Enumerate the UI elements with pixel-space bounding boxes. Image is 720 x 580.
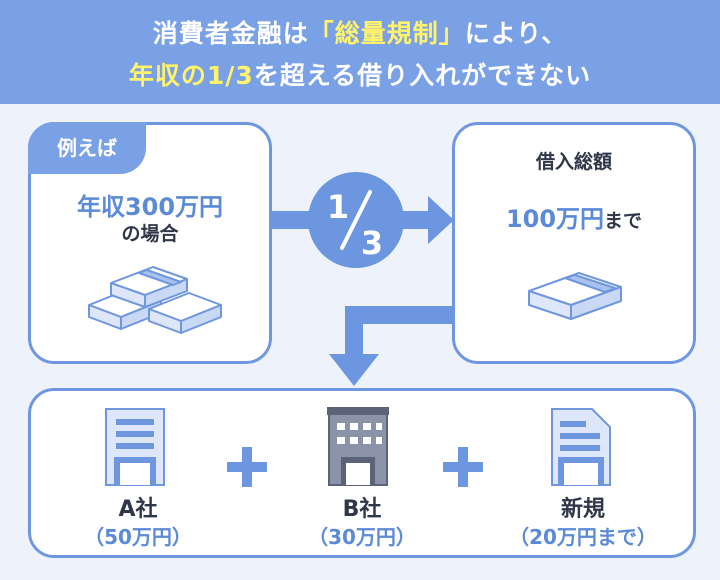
company-new-name: 新規 [560,497,605,522]
company-b-name: B社 [342,497,382,522]
example-box: 例えば 年収300万円 の場合 [28,122,272,364]
companies-box: A社 （50万円） B社 （30万円） 新規 （20 [28,388,696,558]
header-line1-suffix: により、 [464,19,568,48]
header-line1-prefix: 消費者金融は [152,19,309,48]
case-text: の場合 [121,223,179,245]
building-b-icon [327,407,389,486]
arrow-shaft-left [345,306,457,324]
plus-icon [227,447,267,487]
ratio-circle: 1 3 [308,172,404,268]
arrow-head-down [329,354,379,386]
ratio-denominator: 3 [361,224,383,262]
header-line-1: 消費者金融は「総量規制」により、 [0,14,720,50]
borrowing-box: 借入総額 100万円まで [452,122,696,364]
money-stack-icon [88,266,222,334]
money-bundle-icon [528,272,622,320]
arrow-head-right [428,196,454,244]
borrowing-suffix: まで [604,210,643,232]
arrow-shaft-down [345,306,363,358]
borrowing-amount: 100万円 [505,205,605,233]
ratio-numerator: 1 [327,188,349,226]
header-line1-highlight: 「総量規制」 [308,19,465,48]
company-a-name: A社 [118,497,158,522]
company-b-amount: （30万円） [308,525,416,549]
header-line-2: 年収の1/3を超える借り入れができない [0,56,720,92]
header-line2-highlight: 年収の1/3 [128,61,254,90]
building-new-icon [551,408,611,486]
borrowing-title: 借入総額 [535,151,612,173]
company-new-amount: （20万円まで） [509,525,657,549]
plus-icon [443,447,483,487]
building-a-icon [105,408,165,486]
income-text: 年収300万円 [76,193,224,221]
example-tag: 例えば [28,122,146,174]
header-banner: 消費者金融は「総量規制」により、 年収の1/3を超える借り入れができない [0,0,720,104]
borrowing-amount-line: 100万円まで [455,199,693,234]
fraction-graphic: 1 3 [327,188,383,262]
header-line2-suffix: を超える借り入れができない [253,61,592,90]
company-a-amount: （50万円） [84,525,192,549]
